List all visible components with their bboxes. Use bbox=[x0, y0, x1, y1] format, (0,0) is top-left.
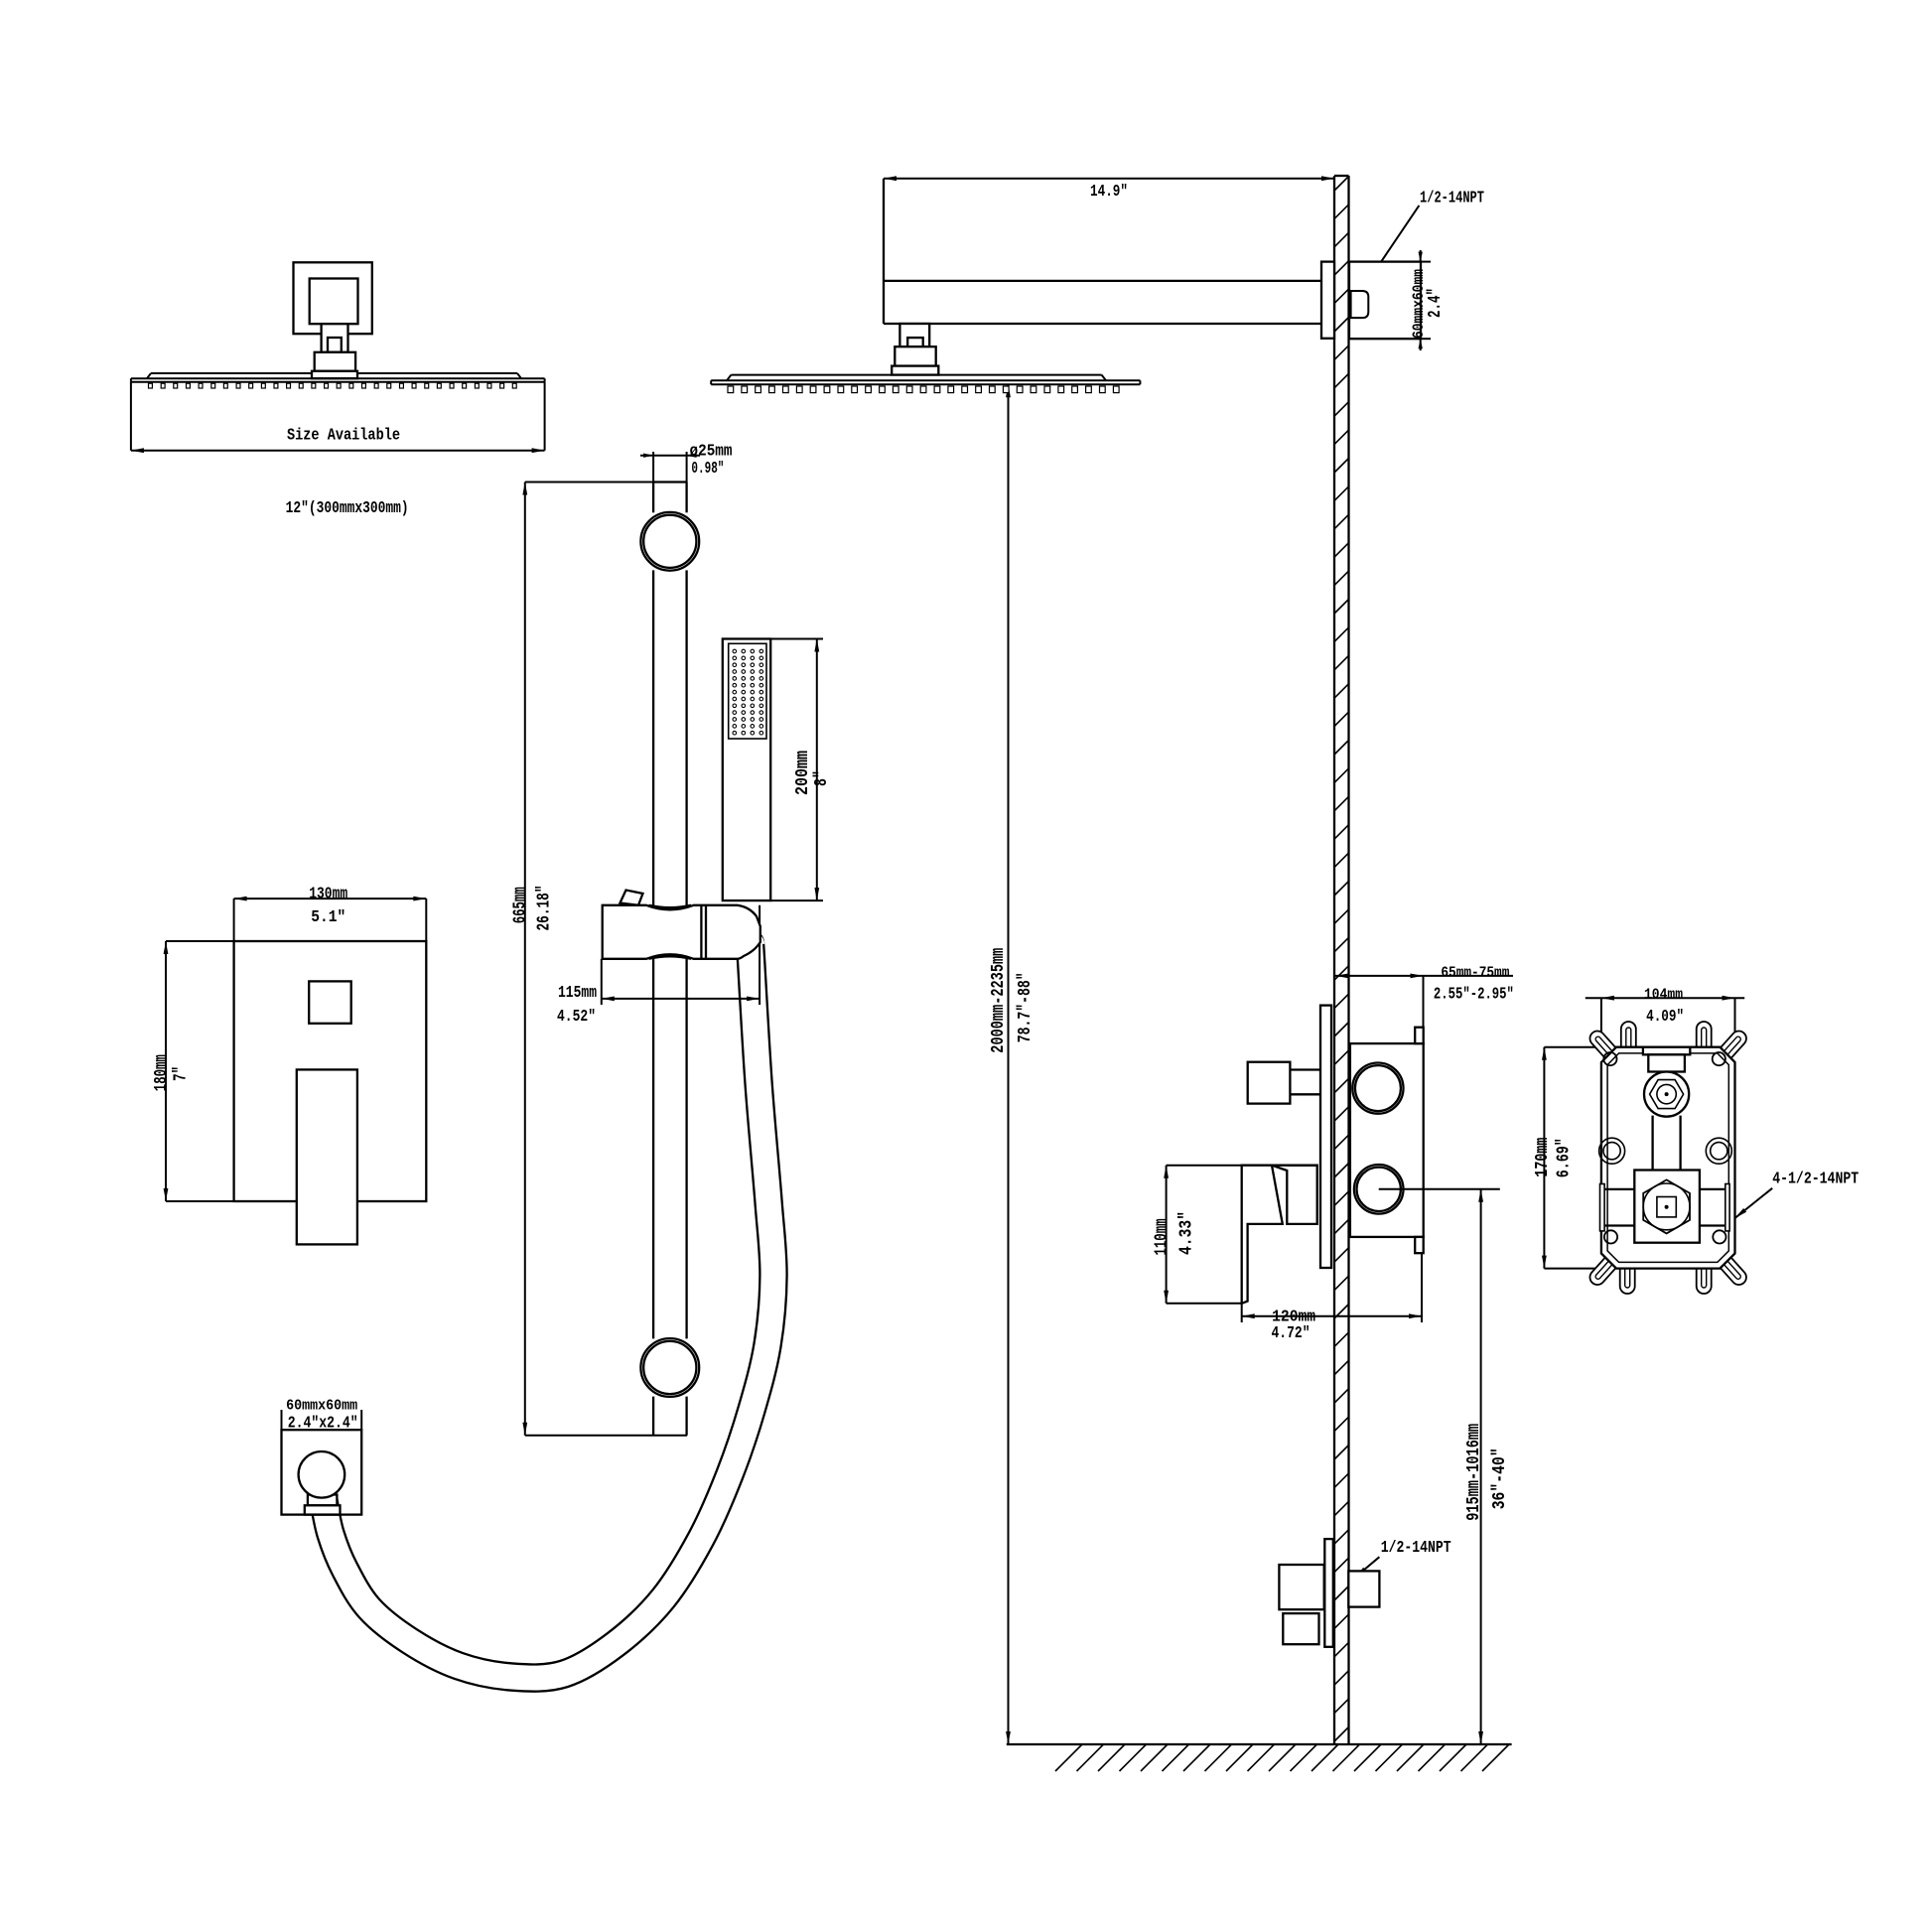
svg-text:104mm: 104mm bbox=[1644, 986, 1683, 1003]
svg-text:Size Available: Size Available bbox=[287, 427, 400, 446]
svg-text:2.55″-2.95″: 2.55″-2.95″ bbox=[1434, 986, 1514, 1005]
svg-text:4.33″: 4.33″ bbox=[1177, 1211, 1197, 1255]
svg-text:4.52″: 4.52″ bbox=[557, 1008, 596, 1027]
svg-text:26.18″: 26.18″ bbox=[535, 886, 555, 931]
svg-text:60mmx60mm: 60mmx60mm bbox=[1410, 269, 1428, 339]
svg-text:130mm: 130mm bbox=[309, 886, 347, 904]
svg-text:7″: 7″ bbox=[172, 1066, 192, 1081]
svg-text:665mm: 665mm bbox=[510, 887, 530, 923]
svg-text:4-1/2-14NPT: 4-1/2-14NPT bbox=[1772, 1171, 1859, 1189]
svg-text:4.09″: 4.09″ bbox=[1646, 1008, 1684, 1027]
svg-text:115mm: 115mm bbox=[558, 984, 597, 1003]
svg-text:110mm: 110mm bbox=[1153, 1218, 1173, 1255]
svg-text:6.69″: 6.69″ bbox=[1555, 1138, 1575, 1177]
svg-text:60mmx60mm: 60mmx60mm bbox=[286, 1398, 357, 1415]
svg-text:12″(300mmx300mm): 12″(300mmx300mm) bbox=[286, 499, 409, 518]
svg-text:14.9″: 14.9″ bbox=[1090, 183, 1128, 202]
svg-text:2.4″x2.4″: 2.4″x2.4″ bbox=[288, 1415, 358, 1434]
svg-text:0.98″: 0.98″ bbox=[691, 460, 724, 479]
svg-text:5.1″: 5.1″ bbox=[311, 908, 345, 927]
svg-text:200mm: 200mm bbox=[793, 751, 813, 795]
svg-text:1/2-14NPT: 1/2-14NPT bbox=[1381, 1539, 1451, 1558]
svg-text:65mm-75mm: 65mm-75mm bbox=[1441, 965, 1509, 982]
svg-text:78.7″-88″: 78.7″-88″ bbox=[1016, 972, 1035, 1042]
svg-text:1/2-14NPT: 1/2-14NPT bbox=[1420, 190, 1484, 208]
svg-text:120mm: 120mm bbox=[1272, 1308, 1315, 1326]
svg-text:180mm: 180mm bbox=[152, 1054, 172, 1091]
svg-text:915mm-1016mm: 915mm-1016mm bbox=[1464, 1424, 1484, 1521]
svg-text:170mm: 170mm bbox=[1533, 1137, 1553, 1176]
svg-text:4.72″: 4.72″ bbox=[1272, 1324, 1311, 1343]
svg-text:2000mm-2235mm: 2000mm-2235mm bbox=[989, 948, 1009, 1053]
svg-text:ø25mm: ø25mm bbox=[690, 443, 733, 462]
svg-text:8″: 8″ bbox=[812, 770, 832, 786]
svg-text:2.4″: 2.4″ bbox=[1426, 288, 1446, 318]
svg-text:36″-40″: 36″-40″ bbox=[1490, 1448, 1510, 1509]
